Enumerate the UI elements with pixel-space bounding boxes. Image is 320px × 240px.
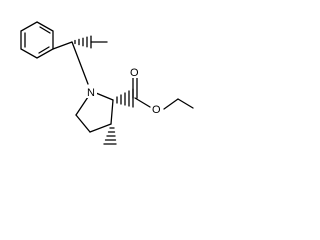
phenyl-ring-outline: [20, 21, 54, 59]
ester-oxygen-label-bg: [151, 102, 162, 115]
ring-bond: [75, 96, 89, 116]
benzylic-methyl-hashed-wedge: [74, 35, 108, 49]
ring-bond: [95, 92, 114, 101]
ring-bond: [89, 123, 112, 133]
pyrrolidine-ring: [75, 92, 114, 133]
molecule-structure: N O O: [20, 21, 194, 145]
ethyl-bond: [177, 98, 194, 109]
phenyl-ring: [20, 21, 54, 59]
ring-bond: [110, 99, 114, 125]
ester-group: [132, 77, 194, 110]
nitrogen-label-bg: [86, 85, 97, 98]
c3-methyl-hashed-wedge: [103, 127, 117, 145]
phenyl-double-bond: [38, 46, 50, 54]
carbonyl-oxygen-label-bg: [129, 65, 140, 78]
c2-ester-hashed-wedge: [116, 88, 134, 108]
ring-bond: [75, 114, 91, 133]
ethyl-bond: [163, 98, 179, 110]
phenyl-benzylic-bond: [52, 41, 73, 50]
ester-oxygen-atom-label: O: [152, 104, 161, 116]
phenyl-double-bond: [39, 26, 51, 34]
ester-single-bond: [134, 97, 151, 108]
carbonyl-oxygen-atom-label: O: [130, 67, 139, 79]
nitrogen-atom-label: N: [87, 87, 95, 99]
benzylic-nitrogen-bond: [71, 41, 89, 85]
